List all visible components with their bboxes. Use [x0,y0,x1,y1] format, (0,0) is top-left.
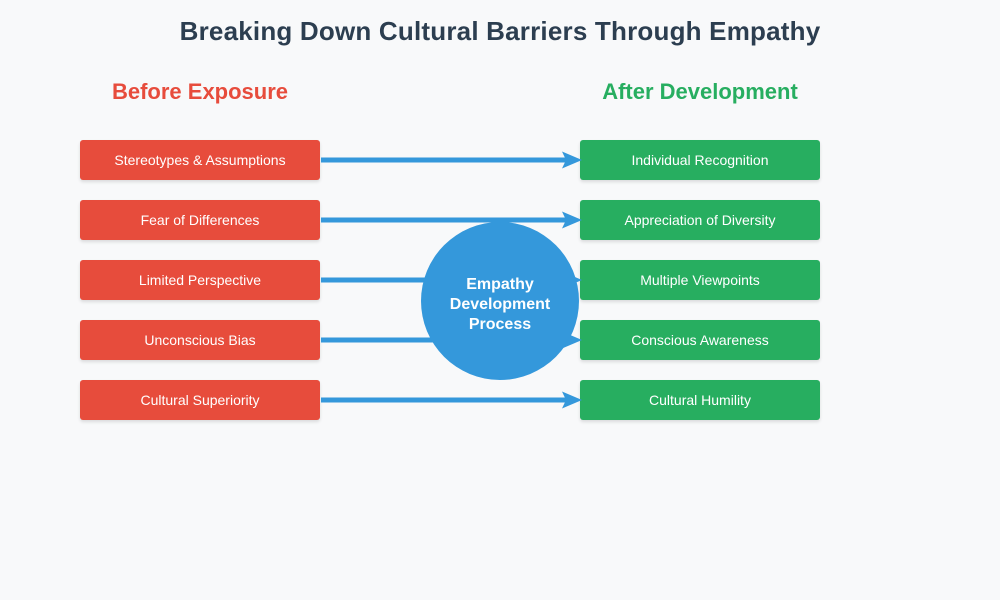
before-box-cultural-superiority: Cultural Superiority [80,380,320,420]
before-box-limited-perspective: Limited Perspective [80,260,320,300]
before-box-unconscious-bias: Unconscious Bias [80,320,320,360]
after-box-multiple-viewpoints: Multiple Viewpoints [580,260,820,300]
empathy-process-circle: Empathy Development Process [421,222,579,380]
column-heading-before: Before Exposure [111,79,289,104]
after-box-individual-recognition: Individual Recognition [580,140,820,180]
after-box-appreciation-of-diversity: Appreciation of Diversity [580,200,820,240]
after-box-conscious-awareness: Conscious Awareness [580,320,820,360]
column-heading-after: After Development [602,79,798,104]
arrow-row-1 [321,151,582,169]
before-box-stereotypes: Stereotypes & Assumptions [80,140,320,180]
arrow-row-2 [321,211,582,229]
arrow-row-5 [321,391,582,409]
after-box-cultural-humility: Cultural Humility [580,380,820,420]
empathy-process-label: Empathy Development Process [449,276,551,333]
diagram-title: Breaking Down Cultural Barriers Through … [179,16,821,46]
before-box-fear: Fear of Differences [80,200,320,240]
